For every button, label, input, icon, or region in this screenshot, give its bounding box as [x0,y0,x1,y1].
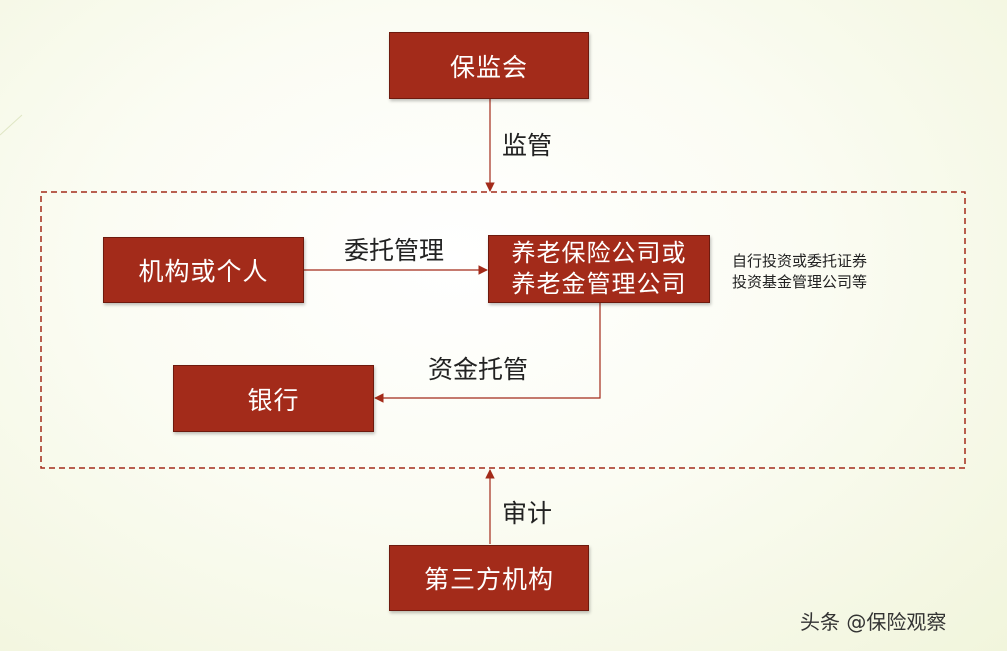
pension-company-line1: 养老保险公司或 [511,239,687,267]
label-supervision: 监管 [502,131,553,160]
label-custody: 资金托管 [428,355,529,384]
third-party-box: 第三方机构 [389,545,589,611]
client-box: 机构或个人 [103,237,304,303]
arrow-custody [374,303,601,403]
pension-company-line2: 养老金管理公司 [511,270,687,298]
bank-box: 银行 [173,365,374,432]
investment-note: 自行投资或委托证券 投资基金管理公司等 [732,251,867,293]
label-audit: 审计 [502,499,553,528]
label-entrust: 委托管理 [344,236,445,265]
watermark: 头条 @保险观察 [800,610,947,634]
dashed-boundary [40,191,966,469]
regulator-box: 保监会 [389,32,589,99]
pension-company-box: 养老保险公司或 养老金管理公司 [488,235,710,303]
investment-note-line1: 自行投资或委托证券 [732,252,868,270]
decorative-stroke [0,114,23,136]
investment-note-line2: 投资基金管理公司等 [732,273,868,291]
